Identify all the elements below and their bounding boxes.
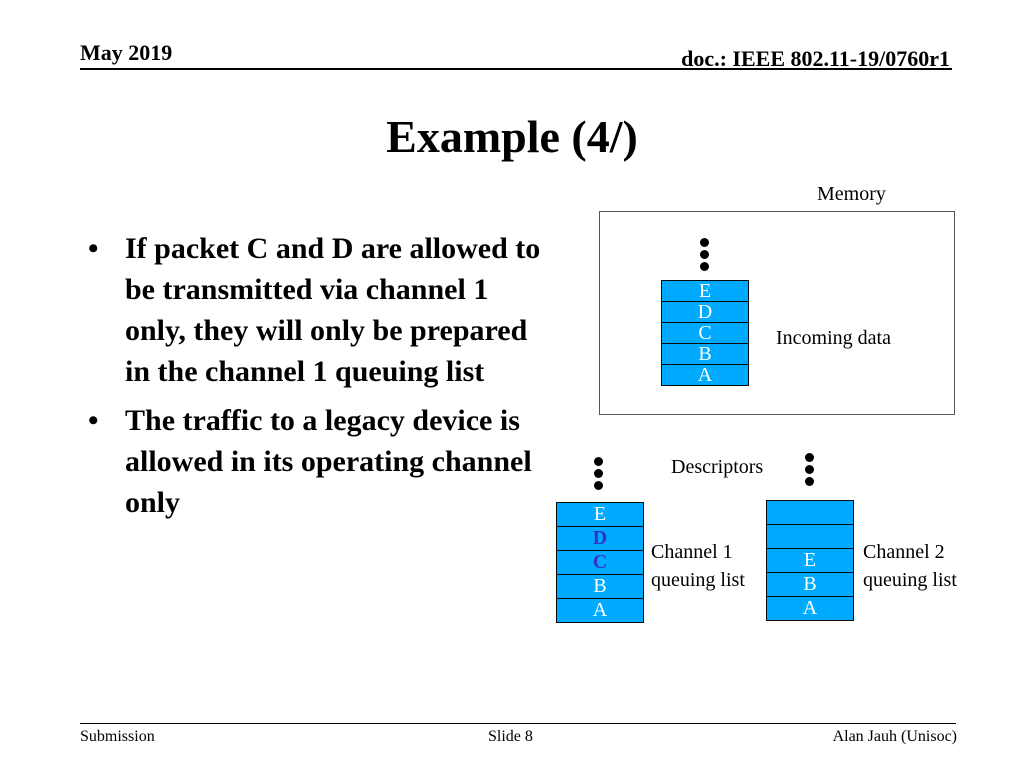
channel2-cell <box>766 524 854 549</box>
memory-cell: E <box>661 280 749 302</box>
bullet-dot: • <box>88 232 99 265</box>
memory-cell: C <box>661 322 749 344</box>
channel2-cell: B <box>766 572 854 597</box>
memory-cell: D <box>661 301 749 323</box>
header-divider <box>80 68 952 70</box>
memory-label: Memory <box>817 183 886 205</box>
channel1-cell: E <box>556 502 644 527</box>
bullet-text: If packet C and D are allowed to be tran… <box>125 232 541 388</box>
footer-submission: Submission <box>80 728 155 745</box>
channel2-cell: A <box>766 596 854 621</box>
incoming-data-label: Incoming data <box>776 327 891 349</box>
bullet-list: • If packet C and D are allowed to be tra… <box>88 228 548 531</box>
bullet-text: The traffic to a legacy device is allowe… <box>125 404 532 519</box>
channel2-label-line: Channel 2 <box>863 541 945 563</box>
channel1-label: Channel 1 queuing list <box>651 538 745 594</box>
bullet-item: • The traffic to a legacy device is allow… <box>88 400 548 523</box>
channel1-cell: D <box>556 526 644 551</box>
channel1-cell: C <box>556 550 644 575</box>
ellipsis-icon <box>700 238 710 274</box>
channel2-label: Channel 2 queuing list <box>863 538 957 594</box>
memory-cell: A <box>661 364 749 386</box>
header-date: May 2019 <box>80 40 173 65</box>
channel1-cell: A <box>556 598 644 623</box>
memory-box <box>599 211 955 415</box>
memory-stack: E D C B A <box>661 280 749 386</box>
ellipsis-icon <box>805 453 815 489</box>
channel1-label-line: Channel 1 <box>651 541 733 563</box>
channel1-cell: B <box>556 574 644 599</box>
header-doc-id: doc.: IEEE 802.11-19/0760r1 <box>681 46 950 71</box>
bullet-item: • If packet C and D are allowed to be tra… <box>88 228 548 392</box>
descriptors-label: Descriptors <box>671 456 764 478</box>
channel2-cell <box>766 500 854 525</box>
channel2-label-line: queuing list <box>863 569 957 591</box>
footer-author: Alan Jauh (Unisoc) <box>832 728 957 745</box>
channel2-cell: E <box>766 548 854 573</box>
channel1-label-line: queuing list <box>651 569 745 591</box>
channel1-queue: E D C B A <box>556 502 644 623</box>
ellipsis-icon <box>594 457 604 493</box>
slide-title: Example (4/) <box>386 111 638 162</box>
bullet-dot: • <box>88 404 99 437</box>
footer-slide-number: Slide 8 <box>488 728 533 745</box>
memory-cell: B <box>661 343 749 365</box>
channel2-queue: E B A <box>766 500 854 621</box>
footer-divider <box>80 723 956 724</box>
